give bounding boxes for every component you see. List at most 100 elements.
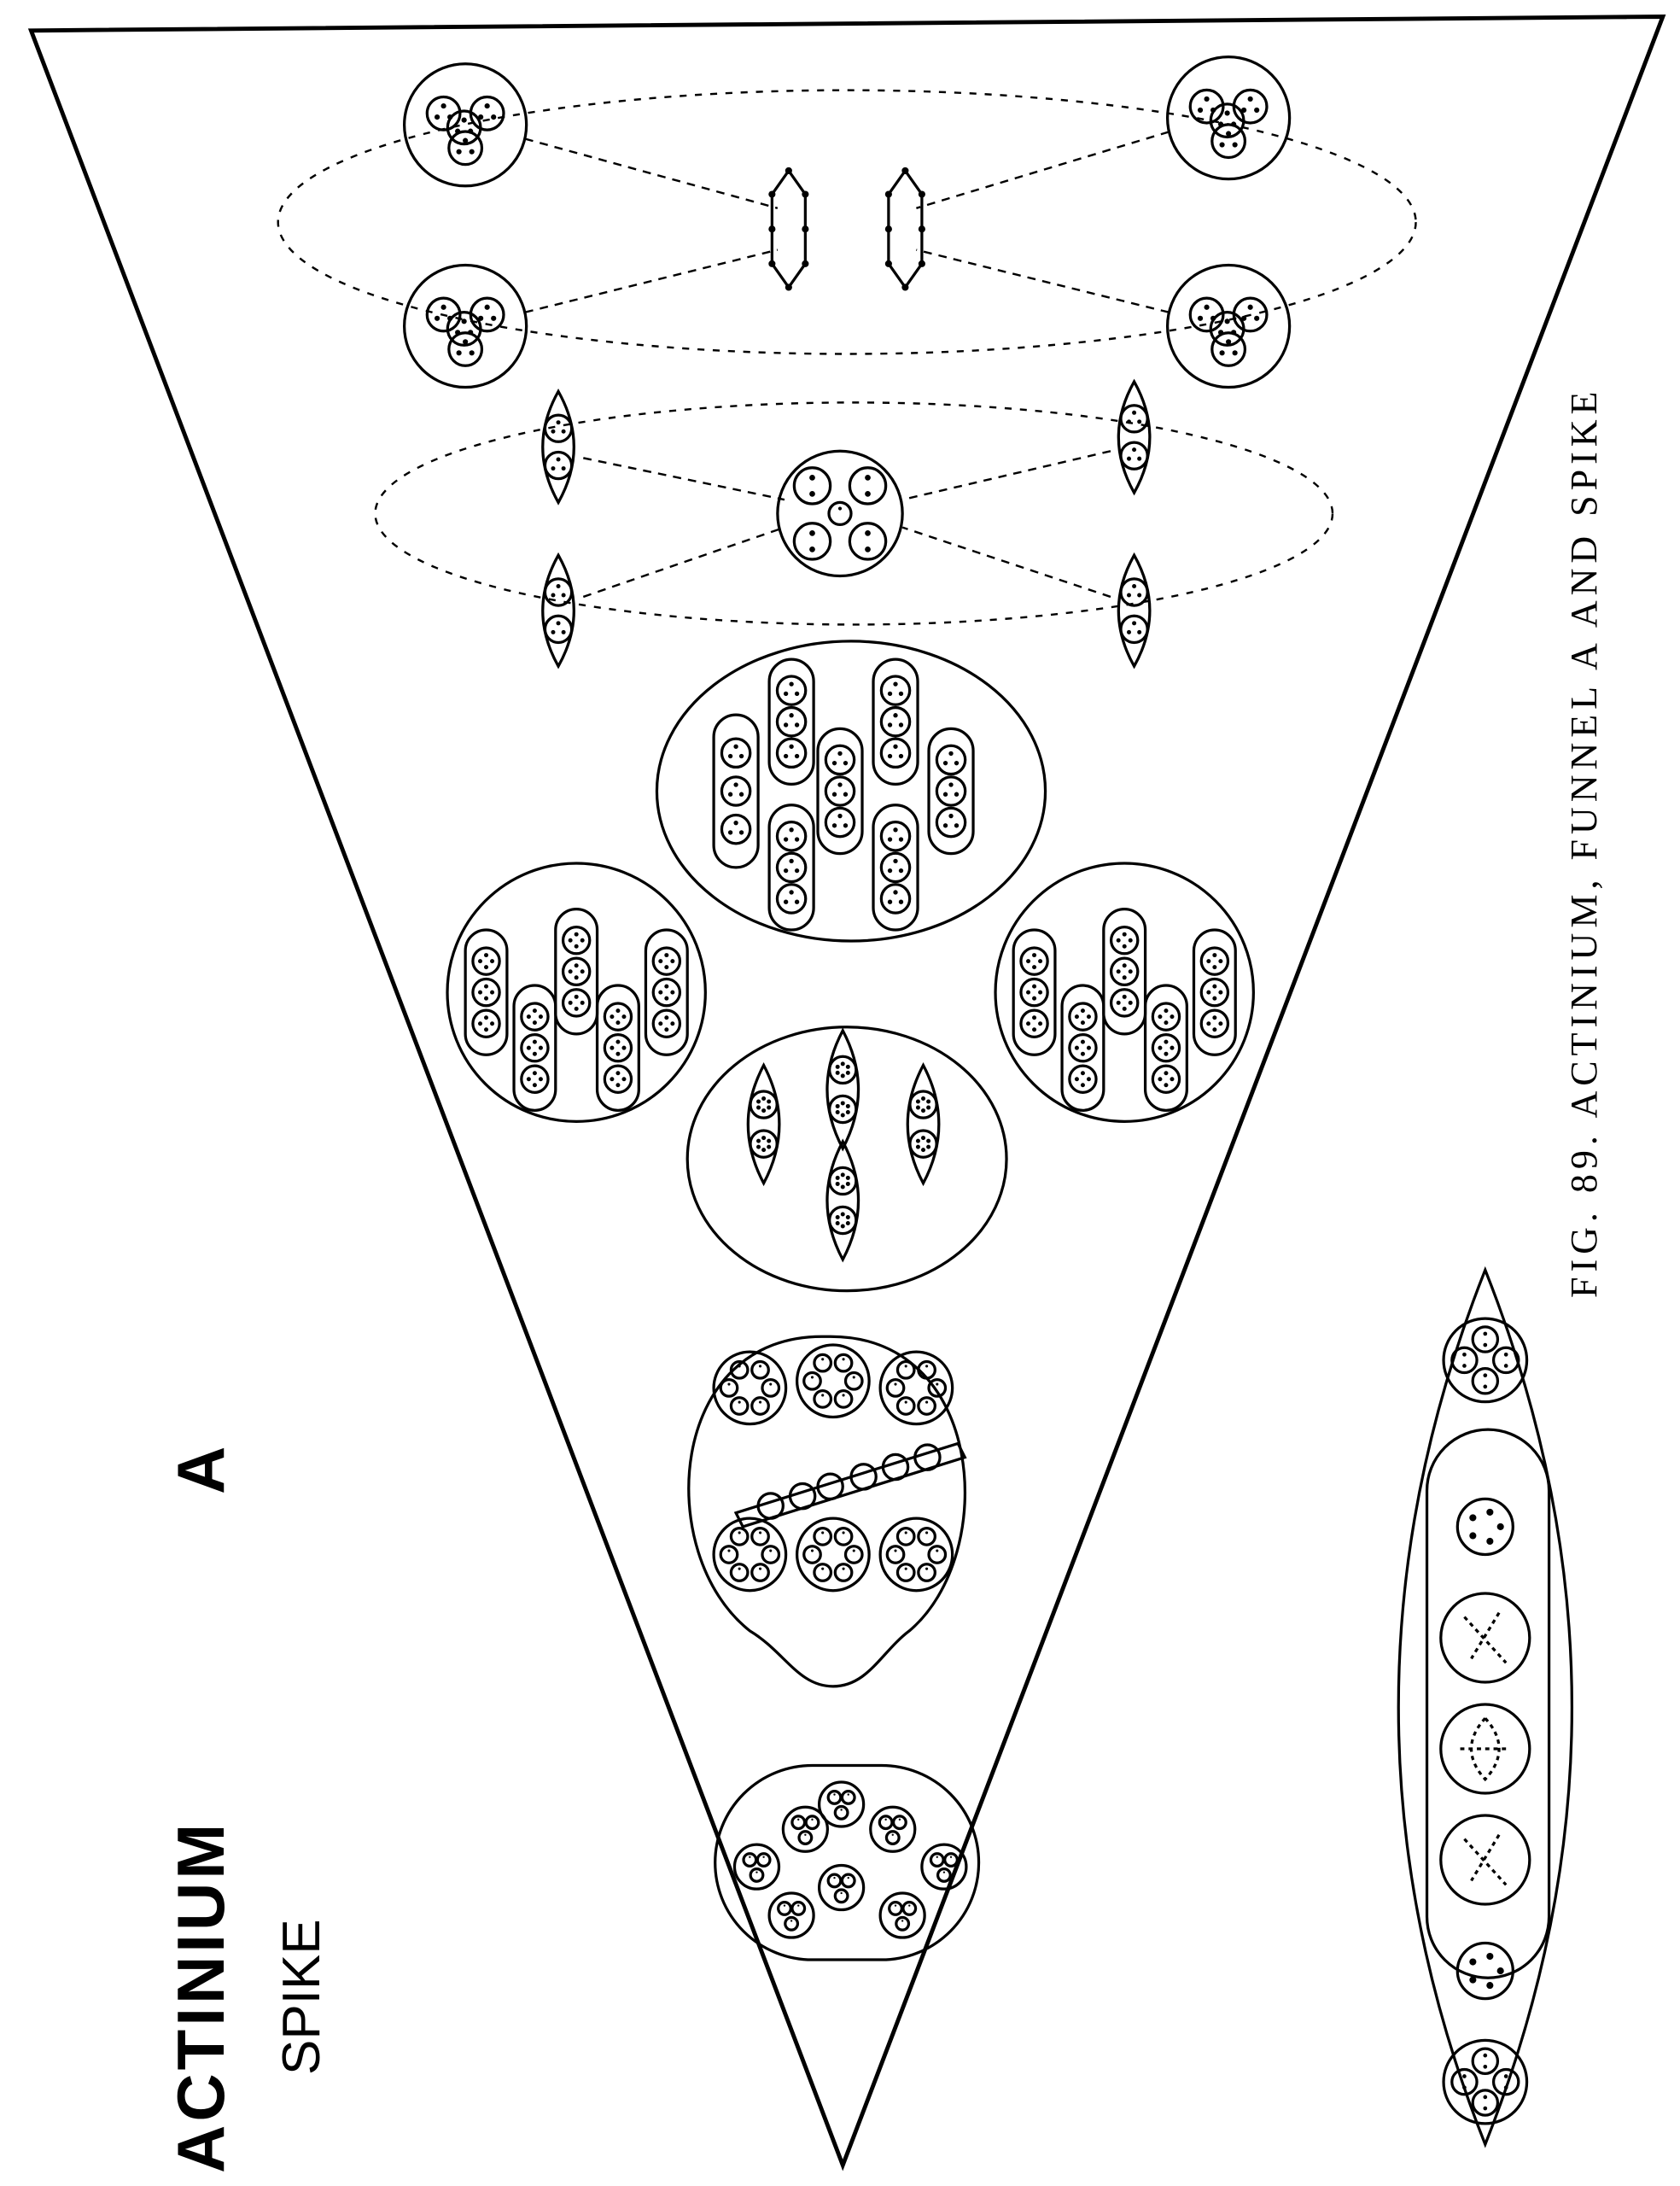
- particle-dot: [1038, 1021, 1043, 1026]
- particle-dot: [1462, 1364, 1467, 1368]
- particle-dot: [1224, 319, 1230, 324]
- particle-dot: [664, 984, 669, 989]
- particle-dot: [1128, 1000, 1133, 1005]
- small-sphere: [828, 1205, 858, 1236]
- particle-dot: [1127, 419, 1131, 424]
- particle-dot: [783, 899, 789, 904]
- small-sphere: [790, 1815, 807, 1831]
- small-sphere: [755, 1852, 772, 1867]
- particle-dot: [835, 1221, 840, 1226]
- particle-dot: [918, 190, 925, 198]
- particle-dot: [810, 1549, 814, 1552]
- particle-dot: [1462, 2085, 1467, 2090]
- particle-dot: [490, 959, 495, 964]
- particle-dot: [468, 330, 474, 336]
- elongated-group: [712, 713, 760, 869]
- particle-dot: [845, 1064, 850, 1069]
- particle-dot: [738, 830, 744, 835]
- small-sphere: [543, 577, 574, 607]
- small-sphere: [729, 1526, 750, 1546]
- particle-dot: [658, 1021, 663, 1026]
- small-sphere: [775, 737, 808, 769]
- particle-dot: [664, 1027, 669, 1032]
- small-sphere: [792, 466, 832, 506]
- small-sphere: [651, 946, 682, 976]
- small-sphere: [927, 1545, 948, 1564]
- particle-dot: [1206, 959, 1211, 964]
- small-sphere: [936, 1867, 952, 1883]
- particle-dot: [1122, 1006, 1127, 1011]
- particle-dot: [840, 1184, 845, 1189]
- particle-dot: [1080, 1071, 1085, 1076]
- small-sphere: [848, 466, 888, 506]
- particle-dot: [615, 1039, 621, 1044]
- small-sphere: [1232, 88, 1269, 125]
- particle-dot: [921, 1136, 926, 1141]
- particle-dot: [580, 938, 585, 943]
- particle-dot: [733, 782, 738, 787]
- oval-group: [541, 389, 575, 506]
- particle-dot: [1026, 959, 1031, 964]
- particle-dot: [561, 429, 566, 434]
- particle-dot: [532, 1008, 537, 1014]
- particle-dot: [1217, 330, 1224, 336]
- quad-sphere: [767, 1891, 815, 1939]
- particle-dot: [942, 792, 948, 797]
- particle-dot: [1204, 96, 1210, 102]
- particle-dot: [1218, 1021, 1223, 1026]
- small-sphere: [750, 1359, 770, 1380]
- small-sphere: [775, 883, 808, 915]
- particle-dot: [893, 827, 898, 833]
- small-sphere: [1151, 1002, 1181, 1032]
- particle-dot: [733, 744, 738, 749]
- particle-dot: [1116, 938, 1121, 943]
- particle-dot: [1170, 1045, 1175, 1050]
- particle-dot: [921, 1148, 926, 1153]
- particle-dot: [727, 1382, 731, 1386]
- particle-dot: [484, 953, 489, 958]
- particle-dot: [1197, 107, 1204, 114]
- particle-dot: [1086, 1014, 1091, 1020]
- particle-dot: [948, 751, 954, 757]
- particle-dot: [898, 837, 904, 842]
- small-sphere: [848, 522, 888, 561]
- particle-dot: [894, 1904, 897, 1907]
- particle-dot: [918, 225, 925, 233]
- rod-bead: [849, 1463, 878, 1491]
- particle-dot: [556, 457, 561, 462]
- particle-dot: [1231, 330, 1237, 336]
- particle-dot: [568, 938, 573, 943]
- particle-dot: [455, 330, 461, 336]
- particle-dot: [761, 1148, 767, 1153]
- particle-dot: [1469, 1976, 1477, 1984]
- particle-dot: [904, 1567, 907, 1570]
- small-sphere: [1199, 1008, 1230, 1038]
- particle-dot: [491, 315, 497, 321]
- quad-sphere: [817, 1780, 866, 1828]
- particle-dot: [843, 792, 849, 797]
- particle-dot: [621, 1014, 627, 1020]
- particle-dot: [556, 420, 561, 425]
- small-sphere: [603, 1064, 633, 1094]
- small-sphere: [1209, 102, 1245, 139]
- ring-sphere: [878, 1350, 954, 1426]
- title-actinium: ACTINIUM: [163, 1820, 238, 2173]
- small-sphere: [520, 1064, 550, 1094]
- particle-dot: [1137, 456, 1142, 461]
- particle-dot: [1122, 994, 1127, 999]
- particle-dot: [809, 546, 815, 552]
- particle-dot: [840, 1212, 845, 1217]
- particle-dot: [664, 953, 669, 958]
- particle-dot: [1197, 315, 1204, 321]
- particle-dot: [843, 823, 849, 828]
- small-sphere: [828, 1166, 858, 1196]
- particle-dot: [1032, 1015, 1037, 1020]
- particle-dot: [551, 429, 556, 434]
- small-sphere: [935, 744, 967, 776]
- side-group-body: [446, 862, 707, 1123]
- particle-dot: [865, 474, 871, 481]
- particle-dot: [1483, 1331, 1488, 1336]
- particle-dot: [767, 1144, 772, 1149]
- elongated-group: [1060, 984, 1105, 1112]
- small-sphere: [777, 1900, 792, 1916]
